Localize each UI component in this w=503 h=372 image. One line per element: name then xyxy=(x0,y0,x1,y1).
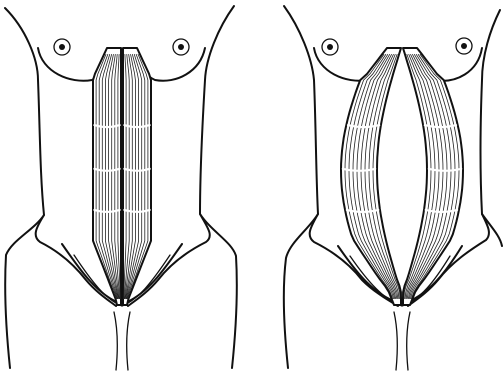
torso-right-contour xyxy=(481,10,503,246)
rectus-abdominis-diastasis xyxy=(341,48,463,305)
nipple-left xyxy=(322,39,338,55)
nipple-left xyxy=(54,39,70,55)
torso-left-contour xyxy=(284,6,318,368)
rectus-right-belly-outline xyxy=(403,48,463,305)
rectus-abdominis-normal xyxy=(93,48,151,305)
torso-left-contour xyxy=(5,8,44,368)
groin-crease xyxy=(114,312,130,370)
groin-crease xyxy=(394,312,410,370)
torso-right-contour xyxy=(200,6,237,368)
nipple-right xyxy=(173,39,189,55)
panel-normal xyxy=(5,6,237,370)
nipple-right xyxy=(456,38,472,54)
panel-diastasis xyxy=(284,6,502,370)
